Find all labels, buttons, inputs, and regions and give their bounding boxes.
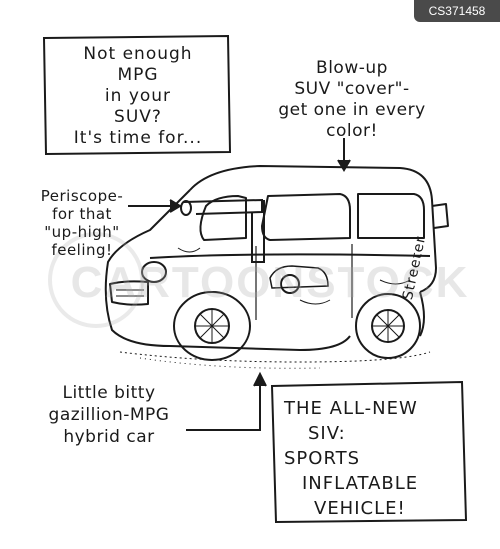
caption-line: MPG (117, 65, 159, 85)
caption-line: Not enough (83, 44, 193, 64)
annotation-periscope: Periscope- for that "up-high" feeling! (20, 187, 144, 259)
watermark-text: CARTOONSTOCK (70, 258, 470, 307)
caption-text: Not enough MPG in your SUV? It's time fo… (50, 44, 226, 149)
punchline-line: THE ALL-NEW (284, 398, 418, 419)
punchline-line: INFLATABLE (302, 473, 419, 494)
annotation-line: Little bitty (62, 383, 156, 403)
punchline-line: VEHICLE! (314, 498, 406, 519)
annotation-line: "up-high" (44, 223, 120, 241)
periscope (180, 198, 265, 263)
punchline-line: SIV: (308, 423, 346, 444)
annotation-line: for that (52, 205, 112, 223)
caption-line: SUV? (114, 107, 162, 127)
punchline-box-frame (270, 380, 468, 524)
front-wheel (173, 291, 251, 361)
annotation-arrows (128, 138, 351, 431)
annotation-line: get one in every (278, 100, 426, 120)
annotation-line: feeling! (51, 241, 113, 259)
annotation-line: color! (326, 121, 378, 141)
rear-wheel (355, 293, 421, 359)
watermark-logo-icon (48, 232, 144, 328)
caption-line: It's time for... (73, 128, 203, 148)
annotation-blowup-cover: Blow-up SUV "cover"- get one in every co… (252, 58, 452, 142)
punchline-line: SPORTS (284, 448, 361, 469)
cartoon-id-tag: CS371458 (414, 0, 500, 22)
annotation-hybrid-car: Little bitty gazillion-MPG hybrid car (28, 382, 190, 448)
ground-shadow (119, 351, 431, 363)
annotation-line: Blow-up (316, 58, 388, 78)
caption-line: in your (104, 86, 172, 106)
annotation-line: SUV "cover"- (294, 79, 410, 99)
annotation-line: gazillion-MPG (48, 405, 170, 425)
annotation-line: hybrid car (63, 427, 155, 447)
annotation-line: Periscope- (40, 187, 124, 205)
hybrid-car-inside (269, 265, 329, 289)
caption-box-frame (42, 34, 232, 156)
punchline-text: THE ALL-NEW SIV: SPORTS INFLATABLE VEHIC… (284, 396, 460, 521)
